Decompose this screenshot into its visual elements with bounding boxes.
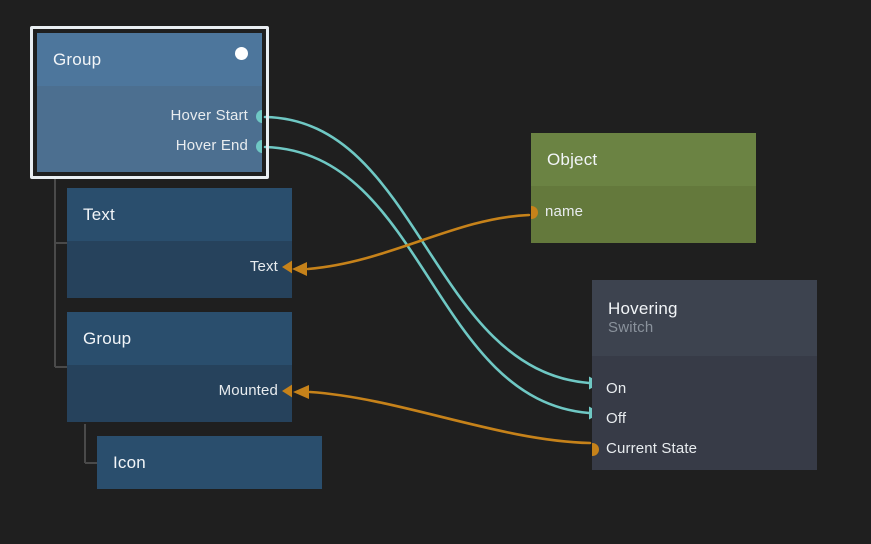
port-label-on: On <box>606 380 627 397</box>
node-title: Group <box>83 328 132 348</box>
node-title: Icon <box>113 452 146 472</box>
node-header: Text <box>67 188 292 241</box>
socket-name[interactable] <box>531 205 538 219</box>
node-body: Hover Start Hover End <box>37 86 262 172</box>
selection-outline <box>30 26 269 179</box>
port-row-current-state[interactable]: Current State <box>592 434 817 464</box>
node-title: Group <box>53 49 102 69</box>
socket-current-state[interactable] <box>592 442 599 456</box>
port-label-hover-start: Hover Start <box>170 107 248 124</box>
port-row-text[interactable]: Text <box>67 252 292 282</box>
node-icon[interactable]: Icon <box>97 436 322 489</box>
node-object[interactable]: Object name <box>531 133 756 243</box>
node-body: Text <box>67 241 292 298</box>
node-header: Object <box>531 133 756 186</box>
edge-arrow-text <box>292 262 307 276</box>
port-label-mounted: Mounted <box>218 382 278 399</box>
status-dot-icon <box>235 47 248 60</box>
port-label-off: Off <box>606 410 627 427</box>
node-title: Hovering <box>608 299 678 318</box>
node-header: Group <box>37 33 262 86</box>
node-body: Mounted <box>67 365 292 422</box>
socket-hover-start[interactable] <box>255 109 262 123</box>
port-label-current-state: Current State <box>606 440 698 457</box>
edge-name-to-text <box>306 213 531 271</box>
port-row-name[interactable]: name <box>531 197 756 227</box>
node-title: Object <box>547 149 598 169</box>
port-row-on[interactable]: On <box>592 374 817 404</box>
port-row-off[interactable]: Off <box>592 404 817 434</box>
port-row-hover-end[interactable]: Hover End <box>37 131 262 161</box>
node-title: Text <box>83 204 115 224</box>
node-text[interactable]: Text Text <box>67 188 292 298</box>
node-hovering-switch[interactable]: Hovering Switch On Off Current State <box>592 280 817 470</box>
node-header: Hovering Switch <box>592 280 817 356</box>
port-row-mounted[interactable]: Mounted <box>67 376 292 406</box>
port-label-hover-end: Hover End <box>175 137 248 154</box>
node-body: On Off Current State <box>592 356 817 470</box>
socket-text[interactable] <box>282 260 292 274</box>
node-group-child[interactable]: Group Mounted <box>67 312 292 422</box>
node-subtitle: Switch <box>608 319 654 336</box>
edge-arrow-mounted <box>293 385 309 399</box>
port-label-text: Text <box>249 258 278 275</box>
node-body: name <box>531 186 756 243</box>
edge-current-state-to-mounted <box>308 390 592 445</box>
node-header: Group <box>67 312 292 365</box>
node-header: Icon <box>97 436 322 489</box>
port-row-hover-start[interactable]: Hover Start <box>37 101 262 131</box>
socket-hover-end[interactable] <box>255 139 262 153</box>
node-group-root[interactable]: Group Hover Start Hover End <box>30 26 269 179</box>
port-label-name: name <box>545 203 584 220</box>
socket-mounted[interactable] <box>282 384 292 398</box>
